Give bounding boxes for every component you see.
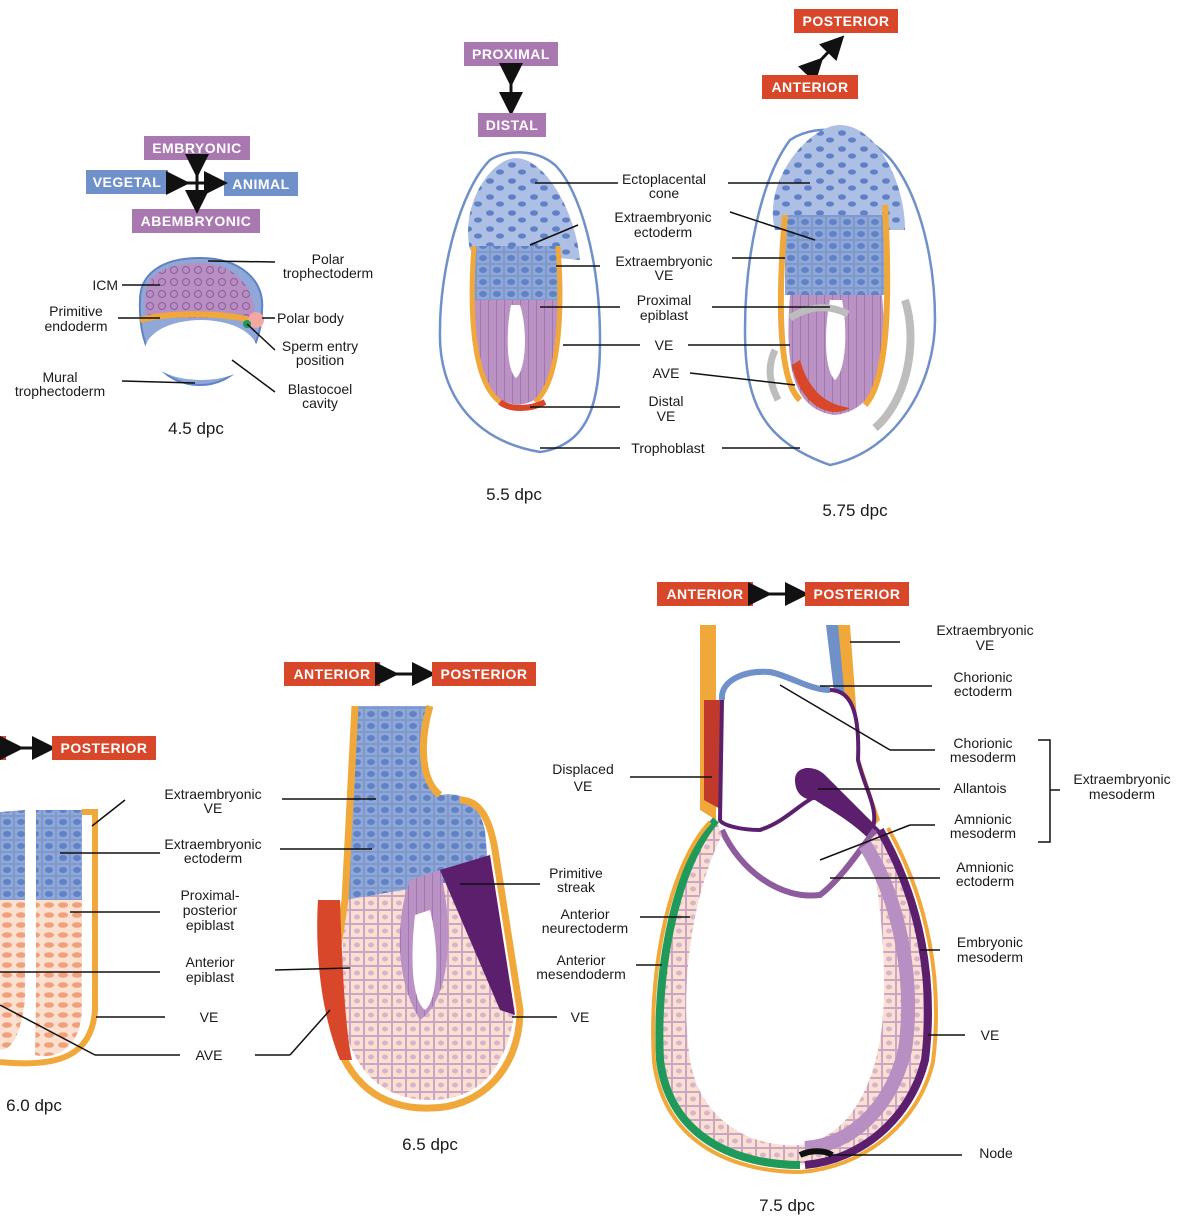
- chorionic-mesoderm-label-2: mesoderm: [950, 749, 1016, 765]
- displaced-ve-label-2: VE: [574, 778, 593, 794]
- diagonal-arrow-icon: [815, 44, 836, 66]
- embryonic-mesoderm-label-1: Embryonic: [957, 934, 1023, 950]
- anterior-neurectoderm-label-2: neurectoderm: [542, 920, 628, 936]
- stage-5-75-dpc: POSTERIOR ANTERIOR 5.75 dpc: [688, 9, 935, 520]
- distal-label: DISTAL: [486, 117, 539, 133]
- ave-label-55: AVE: [653, 365, 680, 381]
- polar-body-label: Polar body: [277, 310, 344, 326]
- anterior-epiblast-label-2: epiblast: [186, 969, 234, 985]
- anterior-mesendoderm-label-2: mesendoderm: [536, 966, 626, 982]
- primitive-endoderm-label-1: Primitive: [49, 303, 103, 319]
- embryonic-mesoderm-label-2: mesoderm: [957, 949, 1023, 965]
- extraembryonic-ectoderm-55: [474, 246, 558, 300]
- extraembryonic-ve-label-60-2: VE: [204, 800, 223, 816]
- ve-label-60: VE: [200, 1009, 219, 1025]
- amnionic-mesoderm-label-2: mesoderm: [950, 825, 1016, 841]
- distal-ve-label-1: Distal: [648, 393, 683, 409]
- proximal-posterior-epiblast-label-3: epiblast: [186, 917, 234, 933]
- posterior-label-575: POSTERIOR: [803, 13, 890, 29]
- extraembryonic-ectoderm-label-1: Extraembryonic: [614, 209, 711, 225]
- primitive-streak-label-2: streak: [557, 879, 596, 895]
- extraembryonic-ectoderm-label-2: ectoderm: [634, 224, 692, 240]
- exe-ve-label-75-2: VE: [976, 637, 995, 653]
- posterior-label-75: POSTERIOR: [814, 586, 901, 602]
- bracket: [1038, 740, 1060, 842]
- stage-6-0-dpc: POSTERIOR Extraembryonic VE Extraembryon…: [0, 736, 262, 1115]
- stage-label-6-0: 6.0 dpc: [6, 1096, 62, 1115]
- stage-label-4-5: 4.5 dpc: [168, 419, 224, 438]
- vegetal-label: VEGETAL: [93, 174, 162, 190]
- sperm-entry-label-2: position: [296, 352, 344, 368]
- allantois-label: Allantois: [954, 780, 1007, 796]
- stage-label-7-5: 7.5 dpc: [759, 1196, 815, 1215]
- ve-label-55: VE: [655, 337, 674, 353]
- amnionic-ectoderm-label-2: ectoderm: [956, 873, 1014, 889]
- chorionic-ectoderm-label-2: ectoderm: [954, 683, 1012, 699]
- distal-ve-label-2: VE: [657, 408, 676, 424]
- anterior-epiblast-60: [0, 900, 25, 1050]
- cross-arrow-icon: [178, 166, 216, 202]
- ve-label-65: VE: [571, 1009, 590, 1025]
- stage-label-5-75: 5.75 dpc: [822, 501, 888, 520]
- stage-4-5-dpc: EMBRYONIC VEGETAL ANIMAL ABEMBRYONIC ICM…: [15, 136, 373, 438]
- extraembryonic-mesoderm-label-1: Extraembryonic: [1073, 771, 1170, 787]
- stage-5-5-dpc: PROXIMAL DISTAL 5.5 dpc: [440, 42, 640, 504]
- stage-7-5-dpc: ANTERIOR POSTERIOR: [536, 582, 1170, 1215]
- extraembryonic-mesoderm-label-2: mesoderm: [1089, 786, 1155, 802]
- stage-label-5-5: 5.5 dpc: [486, 485, 542, 504]
- icm-label: ICM: [92, 277, 118, 293]
- amnion: [722, 830, 875, 896]
- extraembryonic-ectoderm-label-60-2: ectoderm: [184, 850, 242, 866]
- proximal-posterior-epiblast-label-1: Proximal-: [180, 887, 239, 903]
- displaced-ve-label-1: Displaced: [552, 761, 613, 777]
- proximal-label: PROXIMAL: [472, 46, 550, 62]
- anterior-label-575: ANTERIOR: [771, 79, 848, 95]
- embryonic-ectoderm-75: [659, 820, 928, 1165]
- posterior-epiblast-60: [35, 900, 82, 1056]
- extraembryonic-ve-label-2: VE: [655, 267, 674, 283]
- extraembryonic-ectoderm-575: [785, 215, 885, 295]
- embryonic-label: EMBRYONIC: [152, 140, 242, 156]
- ve-label-75: VE: [981, 1027, 1000, 1043]
- anterior-label-75: ANTERIOR: [666, 586, 743, 602]
- posterior-label-60: POSTERIOR: [61, 740, 148, 756]
- proximal-epiblast-label-2: epiblast: [640, 307, 688, 323]
- trophoblast-label: Trophoblast: [631, 440, 705, 456]
- extraembryonic-ectoderm-left-60: [0, 810, 25, 900]
- animal-label: ANIMAL: [232, 176, 289, 192]
- abembryonic-label: ABEMBRYONIC: [141, 213, 252, 229]
- polar-trophectoderm-label-2: trophectoderm: [283, 265, 373, 281]
- stage-label-6-5: 6.5 dpc: [402, 1135, 458, 1154]
- extraembryonic-ectoderm-right-60: [36, 810, 82, 900]
- proximal-epiblast-label-1: Proximal: [637, 292, 691, 308]
- anterior-tag-60-cropped: [0, 736, 6, 760]
- primitive-endoderm-label-2: endoderm: [44, 318, 107, 334]
- anterior-label-65: ANTERIOR: [293, 666, 370, 682]
- proximal-posterior-epiblast-label-2: posterior: [183, 902, 238, 918]
- mural-label-2: trophectoderm: [15, 383, 105, 399]
- blastocoel-cavity: [145, 320, 257, 380]
- blastocoel-label-2: cavity: [302, 395, 338, 411]
- posterior-label-65: POSTERIOR: [441, 666, 528, 682]
- shared-labels-55: Ectoplacental cone Extraembryonic ectode…: [614, 171, 712, 456]
- node-label: Node: [979, 1145, 1013, 1161]
- ave-label-60: AVE: [196, 1047, 223, 1063]
- anterior-epiblast-label-1: Anterior: [185, 954, 234, 970]
- migration-arrow-icon: [770, 350, 778, 400]
- stage-6-5-dpc: ANTERIOR POSTERIOR Primitive streak VE 6…: [255, 662, 603, 1154]
- exe-ve-label-75-1: Extraembryonic: [936, 622, 1033, 638]
- ectoplacental-cone-label-2: cone: [649, 185, 680, 201]
